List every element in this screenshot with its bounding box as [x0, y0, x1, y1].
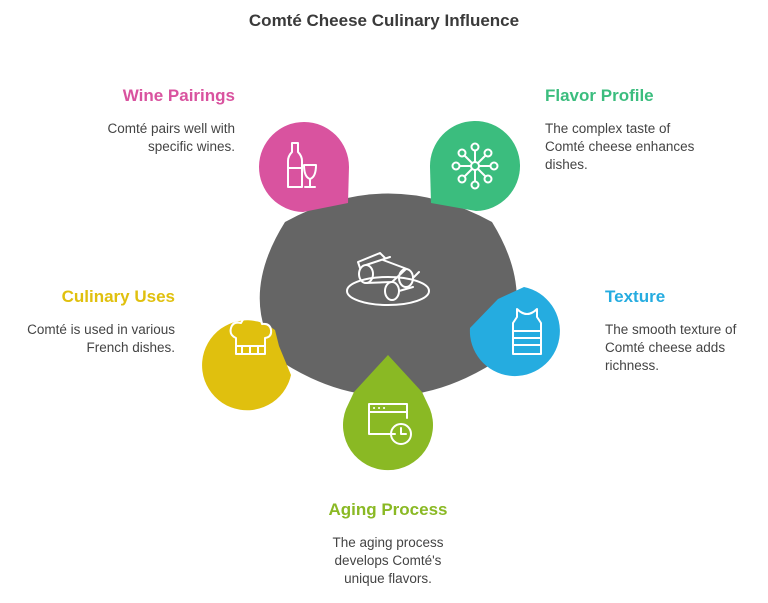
- calendar-clock-icon: [368, 403, 412, 445]
- center-hub: [259, 193, 517, 396]
- cheese-rolls-plate-icon: [346, 252, 430, 306]
- molecule-network-icon: [451, 142, 499, 190]
- tank-top-icon: [512, 308, 542, 355]
- wine-bottle-glass-icon: [287, 142, 317, 188]
- texture-label: Texture: [605, 287, 666, 306]
- aging-process-bubble: [343, 355, 434, 471]
- flavor-profile-label: Flavor Profile: [545, 86, 654, 105]
- chef-hat-icon: [229, 315, 273, 355]
- wine-pairings-bubble: [259, 122, 349, 212]
- wine-pairings-label: Wine Pairings: [122, 86, 235, 105]
- flavor-profile-bubble: [429, 120, 521, 211]
- texture-bubble: [469, 287, 560, 377]
- culinary-uses-bubble: [202, 315, 291, 411]
- culinary-uses-label: Culinary Uses: [61, 287, 175, 306]
- diagram-title: Comté Cheese Culinary Influence: [248, 11, 520, 30]
- aging-process-label: Aging Process: [328, 500, 448, 519]
